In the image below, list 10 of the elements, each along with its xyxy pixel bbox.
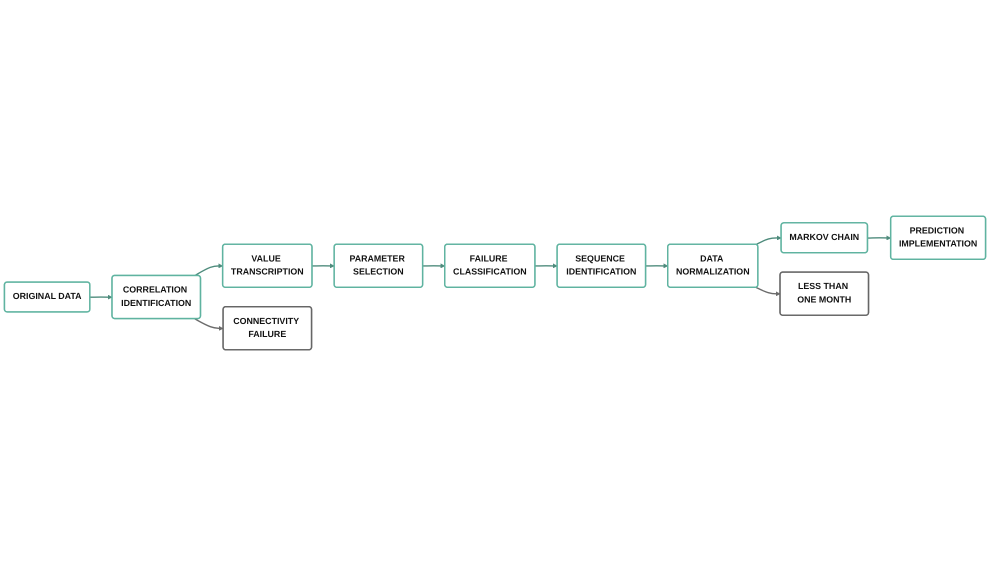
arrow (312, 263, 335, 268)
arrow (756, 286, 780, 296)
arrow (194, 263, 224, 276)
arrow (194, 318, 224, 331)
arrow (868, 236, 892, 240)
arrow (535, 263, 558, 268)
arrow (90, 294, 112, 300)
arrow (422, 263, 446, 268)
arrow (756, 236, 782, 246)
arrow (646, 263, 668, 268)
